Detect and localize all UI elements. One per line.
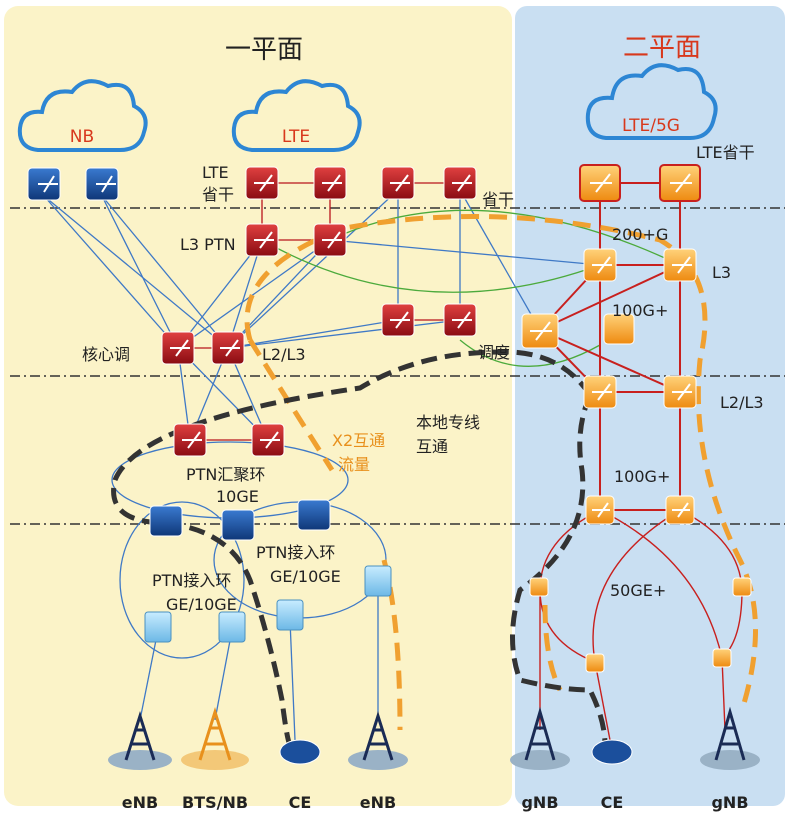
plane-1-panel [4,6,512,806]
nb-cloud-icon [17,79,148,152]
lte-prov-right-label: LTE省干 [696,143,755,162]
bottom-label: gNB [711,793,748,812]
plane-1-title: 一平面 [225,35,303,65]
bottom-label: gNB [521,793,558,812]
bottom-label: CE [601,793,624,812]
ce-router-icon-right [591,739,633,765]
lte5g-cloud-label: LTE/5G [622,116,680,136]
bottom-labels: eNB BTS/NB CE eNB gNB CE gNB [122,793,749,812]
l2l3-left-label: L2/L3 [262,345,306,364]
enb-tower-icon-1 [108,711,172,770]
local-line-label-2: 互通 [416,437,448,456]
gnb-tower-icon-1 [510,706,570,770]
lte-prov-label-2: 省干 [202,185,234,204]
local-line-label-1: 本地专线 [416,413,480,432]
plane-1-links [43,189,601,741]
ptn-acc2-label-1: PTN接入环 [152,571,231,590]
g100-top-label: 100G+ [612,301,668,320]
ptn-acc2-label-2: GE/10GE [166,595,237,614]
g200-label: 200+G [612,225,668,244]
local-line-path [111,349,608,747]
bottom-label: BTS/NB [182,793,248,812]
plane-2-title: 二平面 [623,33,701,63]
bottom-label: CE [289,793,312,812]
enb-tower-icon-2 [348,711,408,770]
lte5g-cloud-icon [585,63,718,140]
gnb-tower-icon-2 [700,706,760,770]
g100-bottom-label: 100G+ [614,467,670,486]
blue-switch-icon [27,167,331,541]
lte-prov-label-1: LTE [202,163,229,182]
lte-cloud-icon [231,79,362,152]
ptn-acc1-label-1: PTN接入环 [256,543,335,562]
ce-router-icon-left [279,739,321,765]
bts-nb-tower-icon [181,706,249,770]
dispatch-label: 调度 [478,343,510,362]
core-dispatch-label: 核心调 [82,345,130,364]
ptn-acc1-label-2: GE/10GE [270,567,341,586]
l3-right-label: L3 [712,263,731,282]
x2-label-1: X2互通 [332,431,385,450]
g50-label: 50GE+ [610,581,666,600]
l3-ptn-label: L3 PTN [180,235,236,254]
lte-cloud-label: LTE [282,127,310,147]
router-glyphs [38,173,692,518]
ptn-agg-label-1: PTN汇聚环 [186,465,265,484]
nb-cloud-label: NB [70,127,94,147]
bottom-label: eNB [122,793,158,812]
bottom-label: eNB [360,793,396,812]
ptn-agg-label-2: 10GE [216,487,259,506]
plane-2-panel [515,6,785,806]
x2-label-2: 流量 [338,455,370,474]
l2l3-right-label: L2/L3 [720,393,764,412]
prov-trunk-label: 省干 [482,190,514,209]
green-links [261,209,681,367]
access-switch-icon [144,565,392,643]
